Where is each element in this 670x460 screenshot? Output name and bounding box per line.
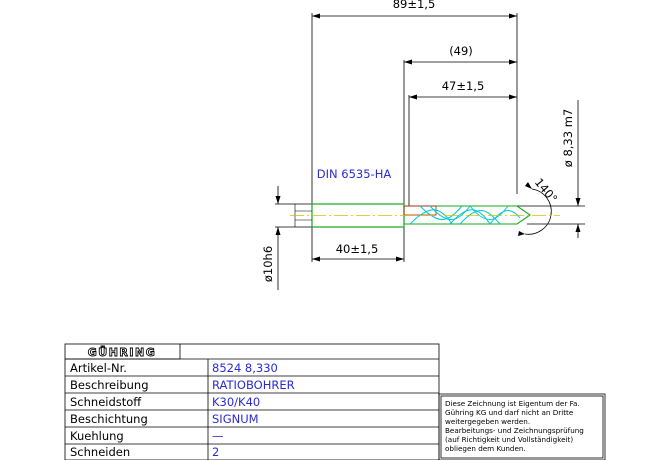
- notice-line: weitergegeben werden.: [445, 417, 530, 426]
- row-value-coating: SIGNUM: [212, 412, 259, 426]
- row-value-cutting-edges: 2: [212, 445, 219, 459]
- notice-line: (auf Richtigkeit und Vollständigkeit): [445, 435, 573, 444]
- row-label-cooling: Kuehlung: [70, 429, 124, 443]
- row-value-description: RATIOBOHRER: [212, 378, 295, 392]
- notice-line: Diese Zeichnung ist Eigentum der Fa.: [445, 399, 580, 408]
- title-block-rows: Artikel-Nr. 8524 8,330 Beschreibung RATI…: [70, 361, 295, 459]
- row-label-description: Beschreibung: [70, 378, 149, 392]
- row-label-coating: Beschichtung: [70, 412, 148, 426]
- notice-line: Gühring KG und darf nicht an Dritte: [445, 408, 574, 417]
- shank-diameter-dimension: ø10h6: [261, 246, 275, 282]
- shank-length-dimension: 40±1,5: [336, 242, 379, 256]
- row-value-cooling: —: [212, 429, 224, 443]
- standard-label: DIN 6535-HA: [317, 167, 392, 181]
- drill-body: [290, 203, 560, 228]
- guehring-logo: GÜHRING: [88, 345, 156, 359]
- ownership-notice: Diese Zeichnung ist Eigentum der Fa. Güh…: [445, 399, 584, 453]
- overall-length-dimension: 89±1,5: [393, 0, 436, 11]
- row-value-material: K30/K40: [212, 395, 260, 409]
- point-angle-dimension: 140°: [532, 175, 561, 205]
- dimension-lines: [275, 13, 585, 290]
- row-label-material: Schneidstoff: [70, 395, 142, 409]
- notice-line: Bearbeitungs- und Zeichnungsprüfung: [445, 426, 584, 435]
- row-value-article: 8524 8,330: [212, 361, 278, 375]
- dimension-arrows: [275, 13, 581, 262]
- title-block-frame: [64, 343, 606, 460]
- notice-line: obliegen dem Kunden.: [445, 444, 526, 453]
- cutting-diameter-dimension: ø 8,33 m7: [561, 109, 575, 167]
- reference-length-dimension: (49): [449, 44, 473, 58]
- flute-length-dimension: 47±1,5: [442, 79, 485, 93]
- row-label-cutting-edges: Schneiden: [70, 445, 130, 459]
- row-label-article: Artikel-Nr.: [70, 361, 127, 375]
